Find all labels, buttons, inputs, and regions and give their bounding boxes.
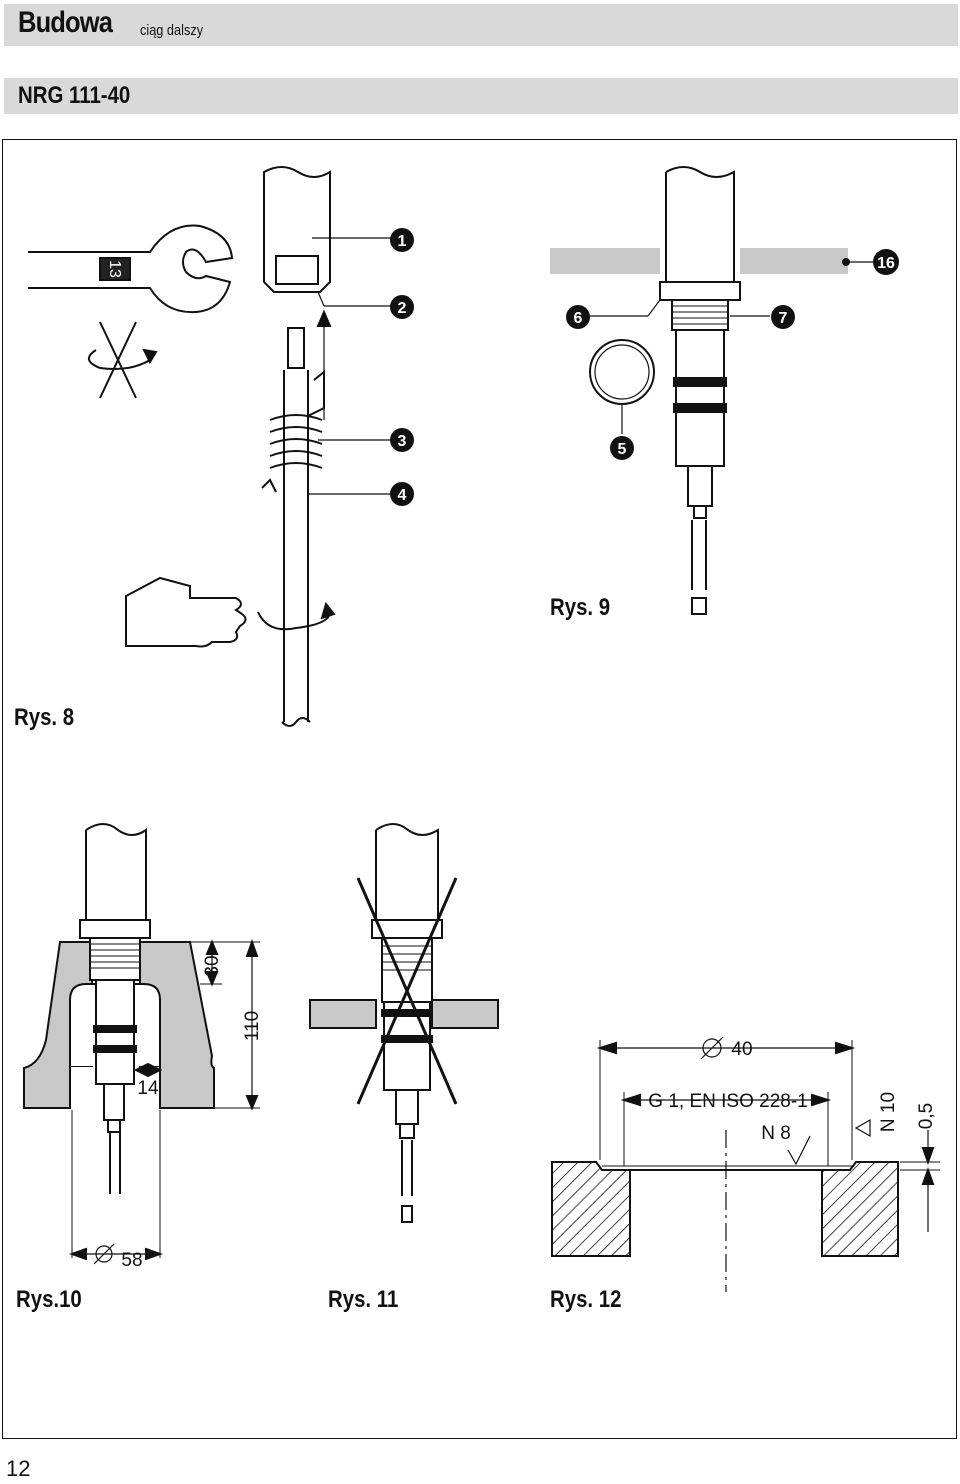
callout-6: 6 — [574, 310, 583, 327]
model-bar: NRG 111-40 — [4, 78, 958, 114]
callout-2: 2 — [398, 300, 407, 317]
dim-n10: N 10 — [878, 1092, 899, 1132]
callout-markers: 1 2 3 4 5 6 7 16 — [390, 228, 899, 506]
callout-7: 7 — [779, 310, 788, 327]
gasket-ring — [589, 339, 655, 405]
section-subtitle: ciąg dalszy — [140, 22, 204, 39]
caption-rys-8: Rys. 8 — [14, 704, 75, 731]
figure-frame — [2, 139, 957, 1439]
electrode-installed — [590, 166, 770, 615]
header-bar: Budowa ciąg dalszy — [4, 4, 958, 46]
dim-58: 58 — [121, 1250, 142, 1271]
callout-5: 5 — [618, 441, 627, 458]
dim-thread: G 1, EN ISO 228-1 — [648, 1091, 807, 1112]
hand-icon — [125, 576, 247, 648]
vessel-wall-left — [550, 248, 660, 274]
fig11-drawing — [309, 823, 499, 1223]
rotation-crossed-icon — [88, 321, 158, 399]
fig10-drawing — [23, 823, 260, 1265]
caption-rys-12: Rys. 12 — [550, 1286, 622, 1313]
model-name: NRG 111-40 — [18, 82, 131, 109]
fig12-drawing — [551, 1036, 940, 1292]
wrench-icon: 13 — [28, 224, 234, 314]
dimension-labels: 30 110 14 58 40 G 1, EN ISO 228-1 N 8 N … — [121, 955, 937, 1271]
section-title: Budowa — [18, 6, 113, 39]
dim-30: 30 — [202, 955, 223, 976]
callout-16: 16 — [877, 255, 895, 272]
dim-40: 40 — [731, 1039, 752, 1060]
dim-0-5: 0,5 — [916, 1103, 937, 1129]
caption-rys-11: Rys. 11 — [328, 1286, 399, 1313]
dim-14: 14 — [137, 1078, 159, 1099]
vessel-wall-right — [740, 248, 848, 274]
callout-3: 3 — [398, 433, 407, 450]
caption-rys-10: Rys.10 — [16, 1286, 82, 1313]
caption-rys-9: Rys. 9 — [550, 594, 611, 621]
dim-110: 110 — [242, 1011, 263, 1041]
callout-1: 1 — [398, 233, 407, 250]
wrench-size-label: 13 — [106, 260, 123, 278]
callout-4: 4 — [398, 487, 407, 504]
electrode-rod — [257, 327, 392, 727]
dim-n8: N 8 — [761, 1123, 791, 1144]
page-number: 12 — [6, 1456, 31, 1481]
